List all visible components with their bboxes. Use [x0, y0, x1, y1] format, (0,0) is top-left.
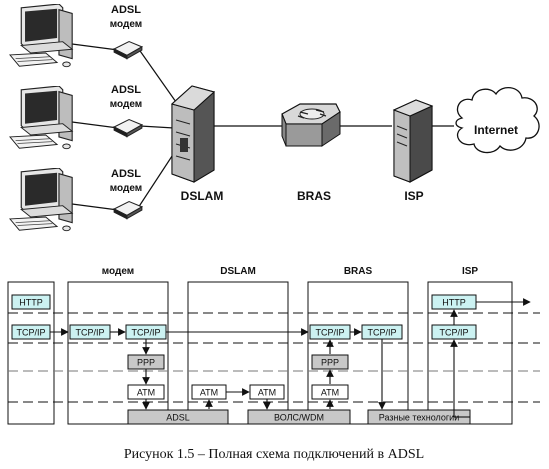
- bras-atm-box: [311, 384, 349, 400]
- bras-tcpip-label: TCP/IP: [315, 328, 344, 338]
- dslam-column: [187, 281, 289, 425]
- modem-label-line1: ADSL: [111, 168, 141, 180]
- internet-cloud-icon: [455, 87, 540, 154]
- dslam-label: DSLAM: [181, 189, 224, 203]
- link-pc3-modem: [71, 203, 119, 211]
- modem-label-line2: модем: [110, 19, 142, 30]
- adsl-label: ADSL: [166, 413, 190, 423]
- network-section: ADSL модем ADSL модем ADSL модем DSLAM: [9, 4, 540, 232]
- modem-label-line1: ADSL: [111, 4, 141, 16]
- bras-label: BRAS: [297, 189, 331, 203]
- fiber-label: ВОЛС/WDM: [274, 413, 324, 423]
- col-header-isp: ISP: [462, 266, 478, 277]
- computer-icon: [9, 86, 73, 150]
- dslam-icon: [170, 85, 216, 183]
- link-pc2-modem: [71, 121, 119, 129]
- modem-label-line2: модем: [110, 183, 142, 194]
- bras-ppp-label: PPP: [321, 358, 339, 368]
- pc-http-label: HTTP: [19, 298, 43, 308]
- protocol-stack-section: модем DSLAM BRAS ISP HTTP TCP/IP TCP/IP …: [7, 266, 540, 425]
- modem-icon: [113, 40, 143, 60]
- isp-label: ISP: [404, 189, 423, 203]
- computer-icon: [9, 168, 73, 232]
- dslam-atm-label: ATM: [200, 388, 218, 398]
- modem-icon: [113, 118, 143, 138]
- pc-tcpip-label: TCP/IP: [16, 328, 45, 338]
- modem-column: [67, 281, 169, 425]
- pc-http-box: [11, 294, 51, 310]
- dslam-atm-label: ATM: [258, 388, 276, 398]
- modem-atm-label: ATM: [137, 388, 155, 398]
- link-modem1-dslam: [137, 47, 177, 103]
- bras-column: [307, 281, 409, 425]
- adsl-box: [127, 409, 229, 425]
- link-modem2-dslam: [139, 125, 175, 129]
- isp-tcpip-label: TCP/IP: [439, 328, 468, 338]
- col-header-modem: модем: [102, 266, 134, 277]
- fiber-box: [247, 409, 351, 425]
- modem-tcpip-label: TCP/IP: [131, 328, 160, 338]
- bras-tcpip-label: TCP/IP: [367, 328, 396, 338]
- link-modem3-dslam: [137, 149, 177, 209]
- link-pc1-modem: [71, 43, 119, 51]
- computer-icon: [9, 4, 73, 68]
- isp-server-icon: [392, 99, 434, 183]
- figure-caption: Рисунок 1.5 – Полная схема подключений в…: [124, 447, 424, 462]
- other-tech-label: Разные технологии: [379, 413, 459, 423]
- bras-atm-label: ATM: [321, 388, 339, 398]
- bras-icon: [281, 103, 341, 147]
- pc-column: [7, 281, 55, 425]
- modem-icon: [113, 200, 143, 220]
- modem-label-line1: ADSL: [111, 84, 141, 96]
- internet-label: Internet: [474, 123, 518, 137]
- modem-ppp-label: PPP: [137, 358, 155, 368]
- isp-http-label: HTTP: [442, 298, 466, 308]
- col-header-dslam: DSLAM: [220, 266, 256, 277]
- modem-label-line2: модем: [110, 99, 142, 110]
- col-header-bras: BRAS: [344, 266, 373, 277]
- bras-ppp-box: [311, 354, 349, 370]
- modem-tcpip-label: TCP/IP: [75, 328, 104, 338]
